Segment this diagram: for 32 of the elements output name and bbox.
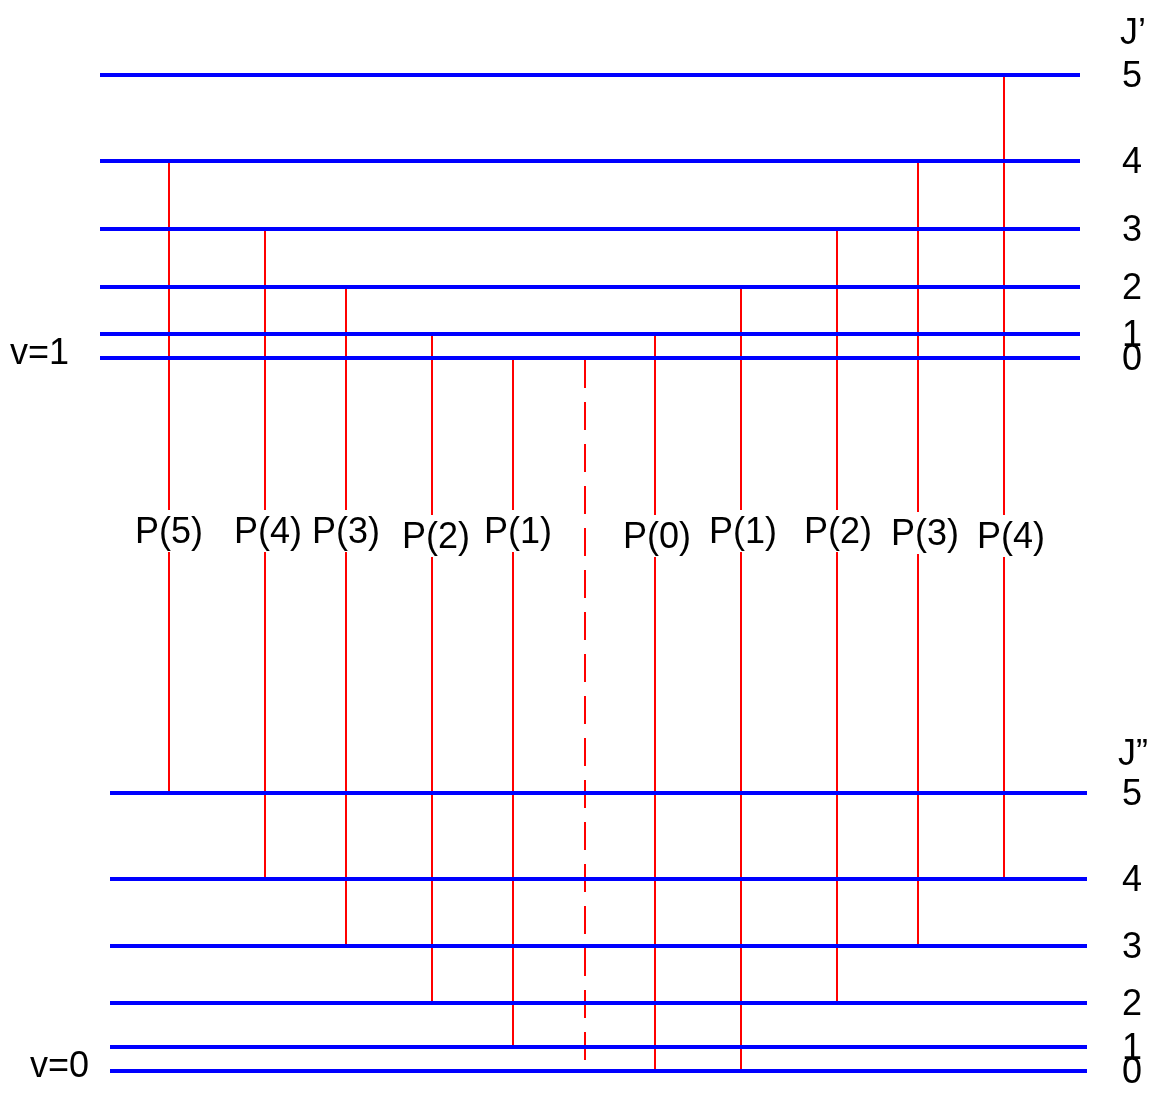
level-number: 4 xyxy=(1122,861,1143,897)
level-number: 5 xyxy=(1122,57,1143,93)
transition-line xyxy=(431,335,433,1002)
edge-label: P(3) xyxy=(891,512,959,554)
transition-line xyxy=(654,335,656,1070)
transition-line xyxy=(168,162,170,792)
edge-label: P(1) xyxy=(484,510,552,552)
edge-label: P(4) xyxy=(234,510,302,552)
transition-line xyxy=(264,230,266,878)
axis-label: J’ xyxy=(1120,14,1146,50)
edge-label: P(5) xyxy=(135,510,203,552)
state-label: v=1 xyxy=(10,334,70,370)
transition-line xyxy=(345,288,347,945)
level-number: 3 xyxy=(1122,211,1143,247)
axis-label: J” xyxy=(1118,735,1148,771)
transition-line xyxy=(740,288,742,1070)
transition-line xyxy=(512,359,514,1046)
level-number: 3 xyxy=(1122,928,1143,964)
level-number: 5 xyxy=(1122,775,1143,811)
level-number: 4 xyxy=(1122,143,1143,179)
level-number: 2 xyxy=(1122,985,1143,1021)
transition-line xyxy=(1003,76,1005,878)
state-label: v=0 xyxy=(30,1047,90,1083)
edge-label: P(3) xyxy=(312,510,380,552)
edge-label: P(1) xyxy=(709,510,777,552)
level-number: 2 xyxy=(1122,269,1143,305)
edge-label: P(4) xyxy=(977,515,1045,557)
edge-label: P(2) xyxy=(804,510,872,552)
transition-line xyxy=(917,162,919,945)
transition-line xyxy=(836,230,838,1002)
edge-label: P(0) xyxy=(623,515,691,557)
edge-label: P(2) xyxy=(402,515,470,557)
